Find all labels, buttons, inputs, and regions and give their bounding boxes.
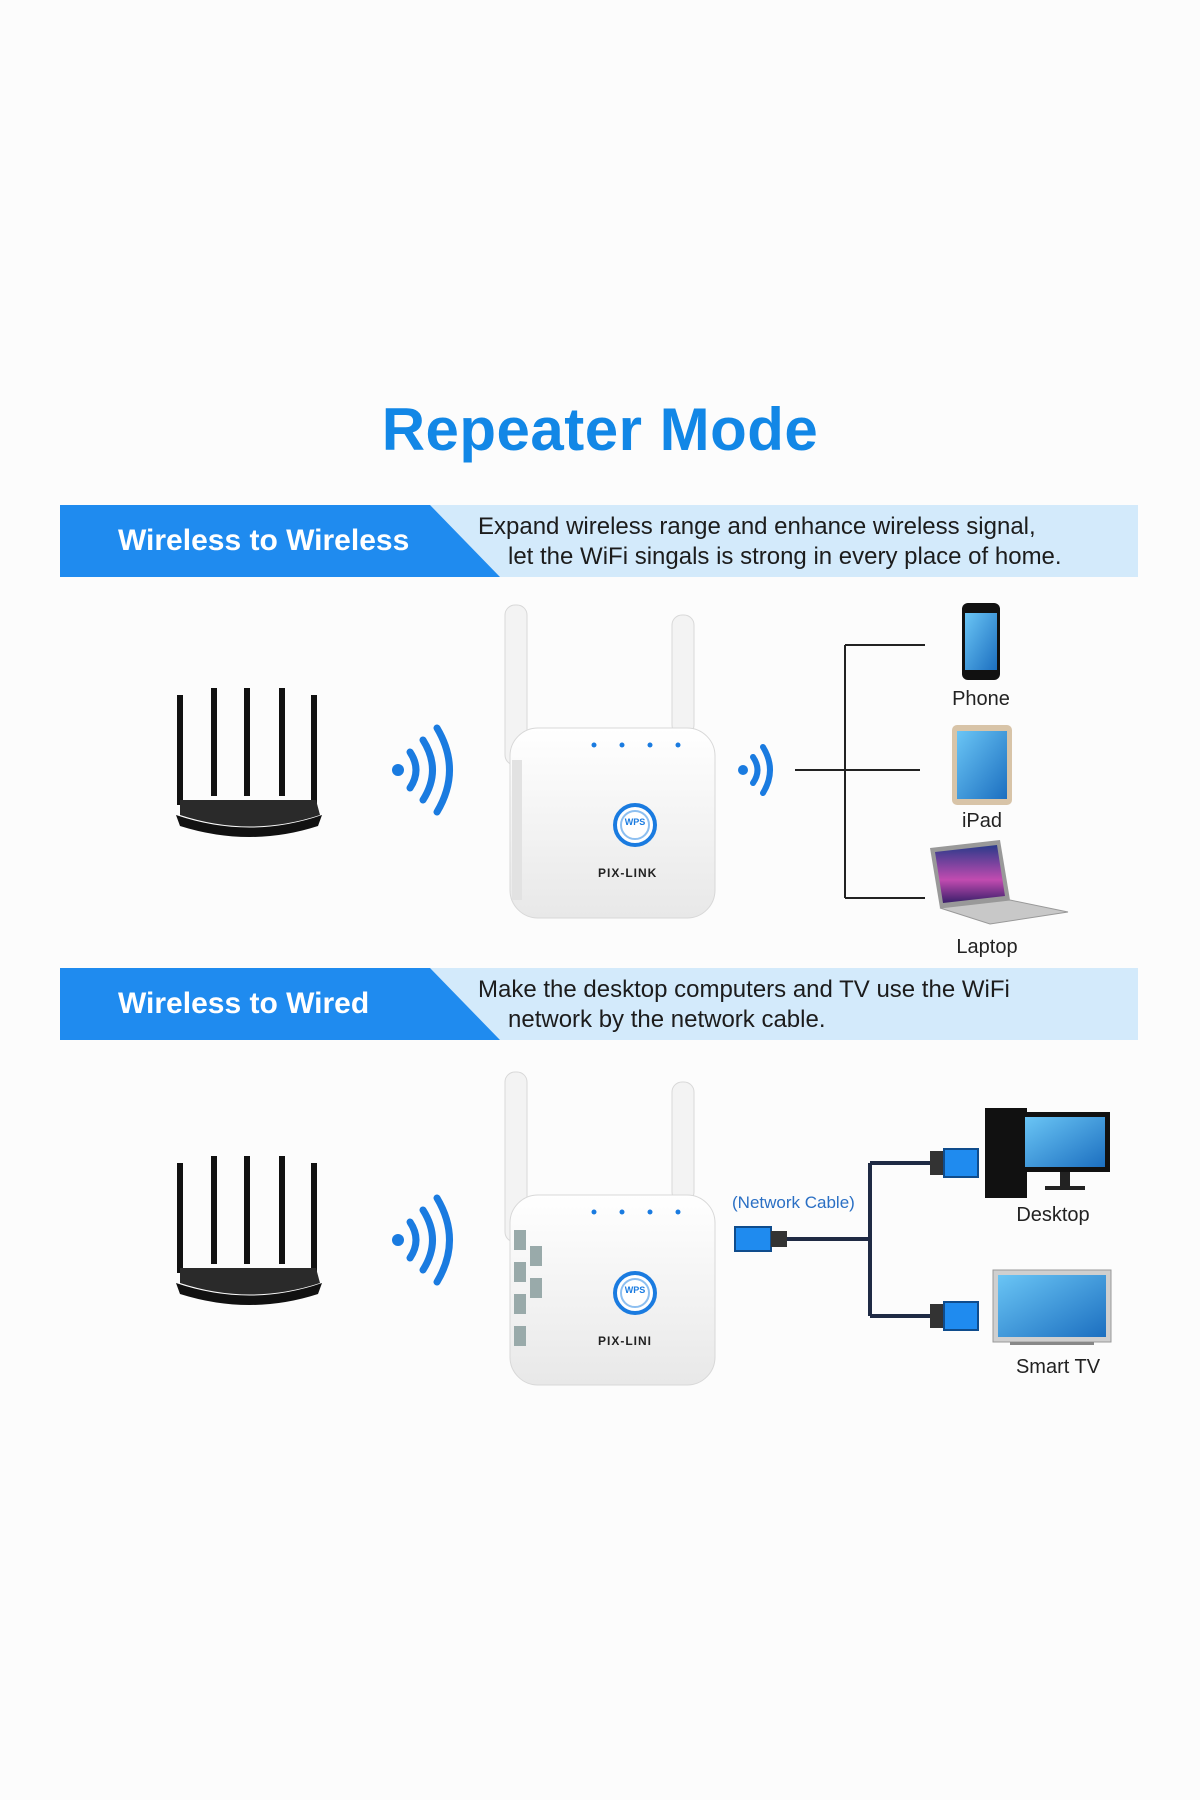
desktop-icon [985,1108,1110,1198]
description-line: let the WiFi singals is strong in every … [508,543,1062,570]
device-label-laptop: Laptop [956,936,1018,958]
device-label-ipad: iPad [961,810,1003,832]
banner-tag-label: Wireless to Wired [118,987,370,1020]
repeater-icon [504,604,716,919]
description-line: Expand wireless range and enhance wirele… [478,513,1036,540]
wifi-signal-icon [738,744,773,796]
connector-lines [795,644,925,899]
ipad-icon [952,725,1012,805]
banner-tag-label: Wireless to Wireless [118,524,410,557]
router-icon [176,688,322,837]
description-line: network by the network cable. [508,1006,826,1033]
repeater-icon [504,1071,716,1386]
banner-tag [60,505,500,577]
phone-icon [962,603,1000,680]
network-cable-label: (Network Cable) [732,1193,855,1212]
device-label-phone: Phone [952,688,1010,710]
router-icon [176,1156,322,1305]
wps-button: WPS [624,817,646,827]
wifi-signal-icon [392,1194,453,1286]
banner-description: Make the desktop computers and TV use th… [478,975,1010,1035]
page-title: Repeater Mode [381,396,819,463]
device-label-desktop: Desktop [1016,1204,1090,1226]
repeater-brand: PIX-LINK [598,866,658,880]
description-line: Make the desktop computers and TV use th… [478,976,1010,1003]
wifi-signal-icon [392,724,453,816]
smart-tv-icon [992,1269,1112,1345]
device-label-smart-tv: Smart TV [1015,1356,1101,1378]
wps-button: WPS [624,1285,646,1295]
repeater-brand: PIX-LINI [598,1334,653,1348]
banner-description: Expand wireless range and enhance wirele… [478,512,1062,572]
banner-tag [60,968,500,1040]
section-banner-wireless: Wireless to Wireless Expand wireless ran… [60,505,1138,577]
laptop-icon [930,840,1069,925]
section-banner-wired: Wireless to Wired Make the desktop compu… [60,968,1138,1040]
network-cable-icon [734,1148,979,1331]
